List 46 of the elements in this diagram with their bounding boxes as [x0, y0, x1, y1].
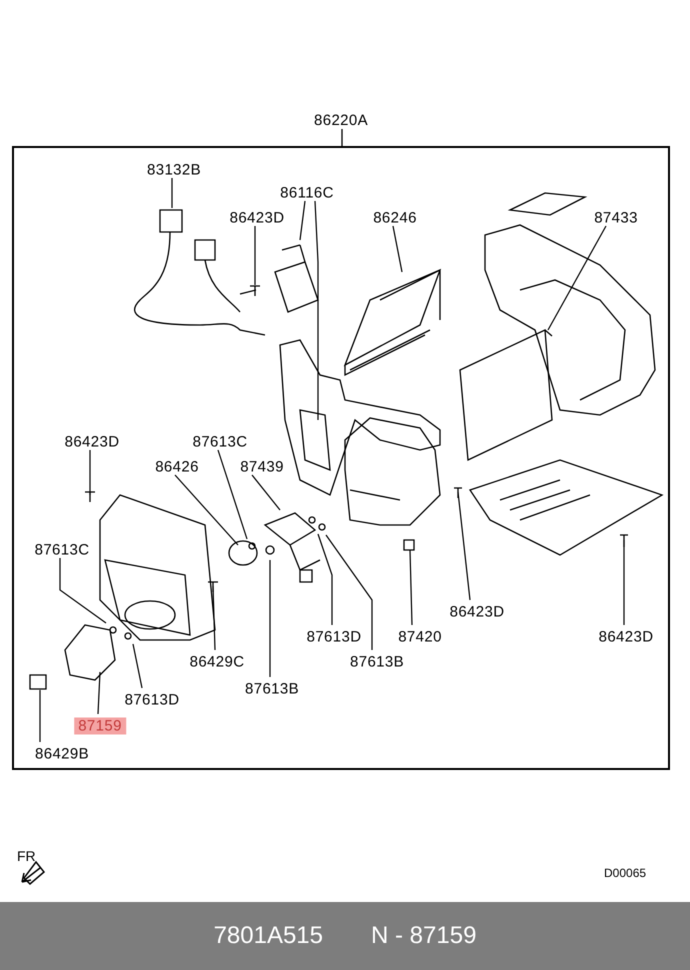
part-number: 86429C [190, 654, 244, 670]
leader-line [132, 644, 143, 688]
part-number: 87613B [245, 680, 299, 698]
leader-line [252, 474, 280, 510]
part-number: 87613C [34, 542, 90, 558]
part-number: 87433 [594, 210, 638, 226]
part-number: 83132B [147, 162, 201, 178]
leader-line [217, 450, 248, 540]
leader-line [326, 534, 373, 650]
part-number: 86116C [280, 184, 334, 202]
part-number: 87420 [398, 628, 442, 646]
part-number: 86423D [230, 210, 284, 226]
leader-line [317, 534, 333, 625]
leader-line [97, 672, 101, 714]
part-number: 86423D [598, 628, 654, 646]
leader-line [171, 178, 173, 208]
part-number: 87439 [240, 458, 284, 476]
part-code: 7801A515 [214, 921, 324, 951]
part-number: 86429B [35, 746, 89, 762]
leader-line [59, 558, 106, 624]
leader-line [457, 492, 471, 600]
part-number: 86423D [450, 604, 504, 620]
leader-line [89, 450, 91, 495]
part-number: 86426 [155, 458, 199, 476]
leader-line [254, 226, 256, 285]
part-number: 87159 [74, 718, 126, 734]
leader-line [212, 586, 216, 650]
part-number: 86423D [64, 434, 120, 450]
leader-line [392, 226, 403, 272]
drawing-code: D00065 [604, 866, 646, 880]
leader-line [314, 200, 319, 420]
leader-line [174, 474, 238, 546]
part-number: 86246 [373, 210, 417, 226]
leader-line [409, 550, 413, 626]
part-number: 87613C [192, 434, 248, 450]
part-number: 87613B [350, 654, 404, 670]
leader-line [299, 200, 306, 240]
front-label: FR [17, 848, 36, 864]
part-code: N - 87159 [371, 921, 476, 951]
part-number: 86220A [314, 112, 368, 129]
leader-line [269, 560, 271, 677]
part-number: 87613D [124, 692, 180, 708]
part-number: 87613D [306, 628, 362, 646]
leader-line [39, 690, 41, 742]
leader-line [547, 226, 607, 330]
leader-line [623, 540, 625, 625]
